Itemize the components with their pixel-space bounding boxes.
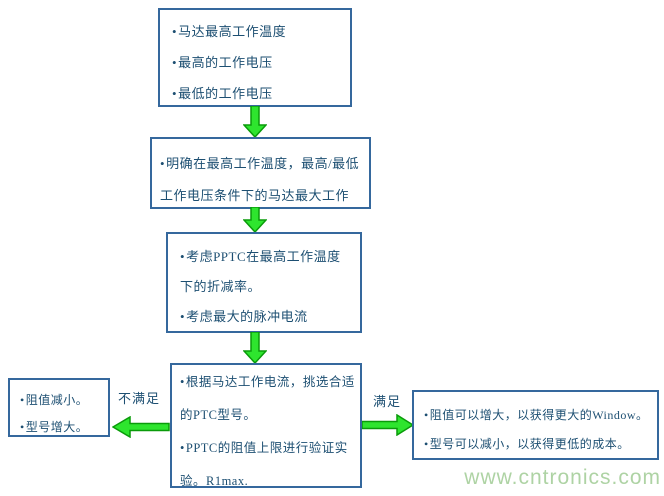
arrow-right-icon bbox=[362, 414, 414, 436]
bullet-item: PPTC的阻值上限进行验证实验。R1max. bbox=[180, 432, 356, 496]
step-box-max-working-current: 明确在最高工作温度，最高/最低工作电压条件下的马达最大工作 bbox=[150, 137, 371, 209]
bullet-item: 最低的工作电压 bbox=[172, 78, 344, 109]
arrow-down-icon bbox=[243, 332, 267, 364]
bullet-item: 型号增大。 bbox=[20, 414, 104, 441]
bullet-item: 阻值减小。 bbox=[20, 387, 104, 414]
result-box-not-satisfied: 阻值减小。 型号增大。 bbox=[8, 378, 110, 437]
result-box-satisfied: 阻值可以增大，以获得更大的Window。 型号可以减小，以获得更低的成本。 bbox=[412, 390, 659, 460]
bullet-item: 马达最高工作温度 bbox=[172, 16, 344, 47]
arrow-down-icon bbox=[243, 207, 267, 233]
bullet-item: 明确在最高工作温度，最高/最低工作电压条件下的马达最大工作 bbox=[160, 148, 364, 212]
bullet-item: 根据马达工作电流，挑选合适的PTC型号。 bbox=[180, 366, 356, 432]
bullet-item: 最高的工作电压 bbox=[172, 47, 344, 78]
step-box-motor-conditions: 马达最高工作温度 最高的工作电压 最低的工作电压 bbox=[158, 8, 352, 107]
arrow-down-icon bbox=[243, 106, 267, 138]
bullet-item: 考虑PPTC在最高工作温度下的折减率。 bbox=[180, 242, 354, 302]
step-box-pptc-derating: 考虑PPTC在最高工作温度下的折减率。 考虑最大的脉冲电流 bbox=[166, 232, 362, 333]
watermark-text: www.cntronics.com bbox=[464, 466, 661, 489]
step-box-select-ptc: 根据马达工作电流，挑选合适的PTC型号。 PPTC的阻值上限进行验证实验。R1m… bbox=[170, 363, 362, 488]
bullet-item: 阻值可以增大，以获得更大的Window。 bbox=[424, 401, 655, 430]
branch-label-not-satisfied: 不满足 bbox=[118, 391, 161, 406]
bullet-item: 考虑最大的脉冲电流 bbox=[180, 302, 354, 332]
branch-label-satisfied: 满足 bbox=[373, 394, 402, 409]
bullet-item: 型号可以减小，以获得更低的成本。 bbox=[424, 430, 655, 459]
arrow-left-icon bbox=[112, 416, 170, 438]
